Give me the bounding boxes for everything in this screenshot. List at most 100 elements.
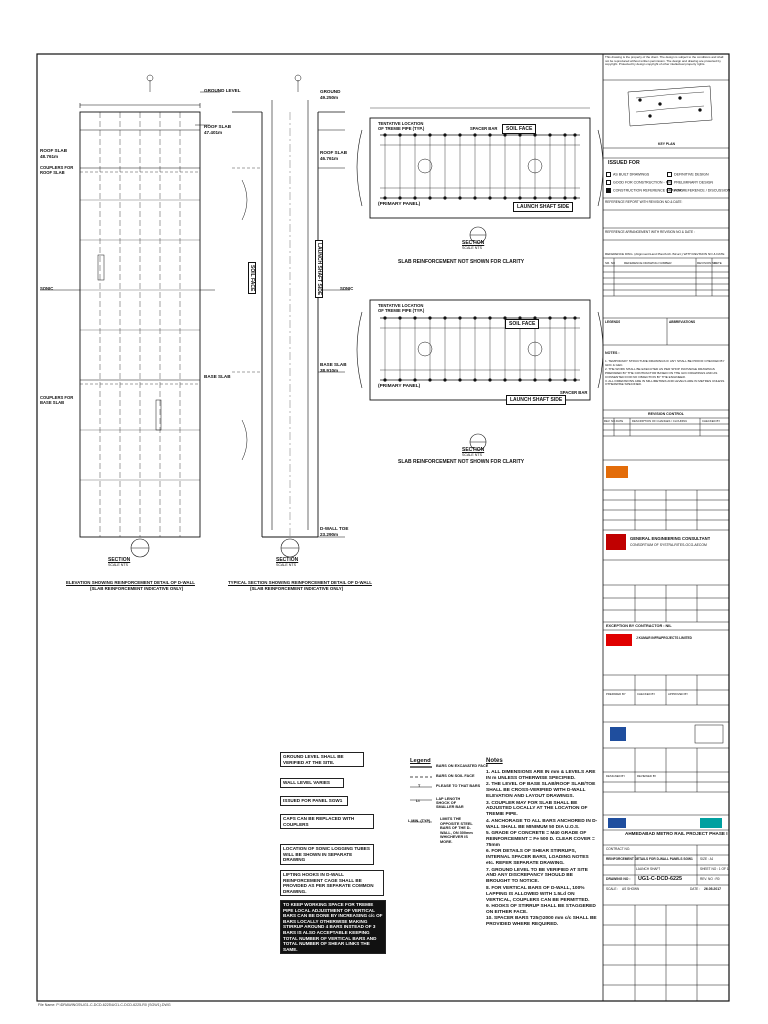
note-item: 4. ANCHORAGE TO ALL BARS ANCHORED IN D-W… bbox=[486, 818, 598, 830]
sec-roof-slab2-level: 46.761m bbox=[320, 156, 339, 161]
sec-ground-level: 49.250m bbox=[320, 95, 339, 100]
sec-launch-shaft-vertical: LAUNCH SHAFT SIDE bbox=[315, 240, 323, 299]
tb-option-preliminary: PRELIMINARY DESIGN bbox=[667, 180, 713, 185]
sec-dwall-toe: D-WALL TOE bbox=[320, 526, 349, 531]
tb-note-item: 3. ALL DIMENSIONS ARE IN MILLIMETRES AND… bbox=[605, 378, 725, 387]
plan-top-spacer-bar: SPACER BAR bbox=[470, 126, 498, 131]
elev-section-scale: SCALE NTS bbox=[108, 563, 128, 567]
tb-scale-label: SCALE : bbox=[606, 887, 619, 891]
plan-bot-tremie-note: TENTATIVE LOCATION OF TREMIE PIPE (TYP.) bbox=[378, 303, 425, 313]
tb-location: LAUNCH SHAFT bbox=[636, 867, 661, 871]
plan-top-section-title: SECTION bbox=[462, 240, 485, 246]
tb-copyright: This drawing is the property of the clie… bbox=[605, 56, 724, 67]
plan-bot-primary-panel: (PRIMARY PANEL) bbox=[378, 384, 421, 389]
note-item: 5. GRADE OF CONCRETE = M40 GRADE OF REIN… bbox=[486, 831, 595, 848]
tb-drawing-title: REINFORCEMENT DETAILS FOR D-WALL PANELS … bbox=[606, 857, 693, 861]
tb-designed-by: DESIGNED BY bbox=[606, 774, 626, 778]
tb-option-definitive: DEFINITIVE DESIGN bbox=[667, 172, 709, 177]
legend-code-lmin: L MIN. (TYP) bbox=[408, 819, 431, 823]
tb-reviewed-by: REVIEWED BY bbox=[637, 774, 657, 778]
elev-caption-1: ELEVATION SHOWING REINFORCEMENT DETAIL O… bbox=[66, 580, 195, 585]
plan-bot-soil-face: SOIL FACE bbox=[505, 319, 540, 329]
elev-couplers-base: COUPLERS FOR BASE SLAB bbox=[40, 395, 74, 405]
notes-list: 1. ALL DIMENSIONS ARE IN mm & LEVELS ARE… bbox=[486, 770, 598, 929]
plan-top-slab-note: SLAB REINFORCEMENT NOT SHOWN FOR CLARITY bbox=[398, 259, 525, 265]
tb-ref-col-date: DATE bbox=[714, 261, 722, 265]
legend-title: Legend bbox=[410, 758, 431, 764]
elev-roof-slab-left-level: 48.761m bbox=[40, 154, 59, 159]
tb-scale: AS SHOWN bbox=[622, 887, 640, 891]
sec-caption-2: (SLAB REINFORCEMENT INDICATIVE ONLY) bbox=[250, 586, 344, 591]
plan-top-launch-shaft: LAUNCH SHAFT SIDE bbox=[513, 202, 574, 212]
note-item: 8. FOR VERTICAL BARS OF D-WALL, 100% LAP… bbox=[486, 885, 590, 903]
note-item: 7. GROUND LEVEL TO BE VERIFIED AT SITE A… bbox=[486, 867, 588, 885]
box-note-tremie-working-space: TO KEEP WORKING SPACE FOR TREMIE PIPE LO… bbox=[280, 900, 386, 955]
box-note-wall-level: WALL LEVEL VARIES bbox=[280, 778, 344, 788]
tb-drawing-no-label: DRAWING NO : bbox=[606, 877, 631, 881]
tb-date-label: DATE : bbox=[690, 887, 701, 891]
legend-item-excavated: BARS ON EXCAVATED FACE bbox=[436, 764, 489, 768]
tb-contract-no: CONTRACT NO. bbox=[606, 847, 631, 851]
box-note-issued-panel: ISSUED FOR PANEL SGW1 bbox=[280, 796, 348, 806]
tb-exception-contractor: EXCEPTION BY CONTRACTOR : NIL bbox=[606, 624, 672, 628]
sec-roof-slab2-label: ROOF SLAB bbox=[320, 150, 348, 155]
elev-roof-slab-label: ROOF SLAB bbox=[204, 124, 232, 129]
sec-section-scale: SCALE NTS bbox=[276, 563, 296, 567]
sec-dwall-toe-level: 23.290m bbox=[320, 532, 339, 537]
tb-option-gfc: GOOD FOR CONSTRUCTION - M/C bbox=[606, 180, 672, 185]
legend-code-lt: Lt bbox=[416, 799, 420, 803]
tb-rev-no: REV. NO : R0 bbox=[700, 877, 720, 881]
box-note-ground-level: GROUND LEVEL SHALL BE VERIFIED AT THE SI… bbox=[280, 752, 364, 768]
plan-bot-launch-shaft: LAUNCH SHAFT SIDE bbox=[506, 395, 567, 405]
tb-rev-col-date: DATE bbox=[616, 419, 624, 423]
note-item: 6. FOR DETAILS OF SHEAR STIRRUPS, INTERN… bbox=[486, 849, 589, 867]
elev-couplers-roof: COUPLERS FOR ROOF SLAB bbox=[40, 165, 74, 175]
legend-code-t: T bbox=[418, 784, 421, 788]
tb-issued-for: ISSUED FOR bbox=[608, 160, 640, 166]
tb-rev-col-desc: DESCRIPTION OF CHANGES / CLOUDING bbox=[632, 419, 688, 423]
tb-gec-sub: CONSORTIUM OF SYSTRA-RITES-OCG-AECOM bbox=[630, 543, 707, 547]
tb-option-checkbox bbox=[667, 180, 672, 185]
note-item: 9. HOOKS OF STIRRUP SHALL BE STAGGERED O… bbox=[486, 903, 596, 915]
tb-key-plan: KEY PLAN bbox=[658, 142, 676, 146]
tb-rev-col-checked: CHECKED BY bbox=[702, 419, 721, 423]
plan-top-section-scale: SCALE NTS bbox=[462, 246, 482, 250]
note-item: 2. THE LEVEL OF BASE SLAB/ROOF SLAB/TOE … bbox=[486, 782, 596, 800]
tb-note-item: 2. THE WORK SHALL BE EXECUTED AS PER SHO… bbox=[605, 366, 718, 379]
tb-notes-hdr: NOTES : bbox=[605, 351, 620, 355]
tb-reference-dwg: REFERENCE DWG. (Alignment/Land Plan/Arch… bbox=[605, 252, 725, 256]
note-item: 10. SPACER BARS T25@2000 mm c/c SHALL BE… bbox=[486, 916, 597, 928]
tb-ref-col-srno: SR. NO bbox=[605, 261, 616, 265]
typical-section-view bbox=[232, 74, 350, 558]
tb-option-checkbox bbox=[667, 188, 672, 193]
plan-bot-slab-note: SLAB REINFORCEMENT NOT SHOWN FOR CLARITY bbox=[398, 459, 525, 465]
tb-option-checkbox bbox=[606, 172, 611, 177]
plan-bot-section-scale: SCALE NTS bbox=[462, 453, 482, 457]
key-plan-sketch bbox=[627, 85, 713, 127]
sec-soil-face-vertical: SOIL FACE bbox=[248, 262, 256, 295]
sec-section-title: SECTION bbox=[276, 557, 299, 563]
legend-item-please: PLEASE TO THAT BARS bbox=[436, 784, 481, 788]
tb-prepared-by: PREPARED BY bbox=[606, 692, 626, 696]
tb-legends-hdr: LEGENDS bbox=[605, 320, 621, 324]
tb-contractor-name: J KUMAR INFRAPROJECTS LIMITED bbox=[636, 636, 692, 640]
note-item: 1. ALL DIMENSIONS ARE IN mm & LEVELS ARE… bbox=[486, 770, 596, 781]
legend-symbols bbox=[410, 766, 432, 823]
tb-project-name: AHMEDABAD METRO RAIL PROJECT PHASE I bbox=[625, 832, 728, 836]
tb-reference-arrangement: REFERENCE ARRANGEMENT WITH REVISION NO &… bbox=[605, 230, 695, 234]
elev-roof-slab-left: ROOF SLAB bbox=[40, 148, 68, 153]
plan-top-primary-panel: (PRIMARY PANEL) bbox=[378, 202, 421, 207]
logo-shapes bbox=[606, 466, 724, 828]
tb-ref-col-rev: REVISION NO bbox=[697, 261, 717, 265]
tb-checked-by: CHECKED BY bbox=[637, 692, 656, 696]
tb-note-item: 1. TEMPORARY STRUCTURE DRAWINGS IF ANY S… bbox=[605, 360, 725, 367]
sec-base-slab-label: BASE SLAB bbox=[320, 362, 347, 367]
legend-item-lap: LAP LENGTH SHOCK OF SMALLER BAR bbox=[436, 797, 464, 809]
tb-option-checkbox bbox=[606, 180, 611, 185]
tb-revision-control: REVISION CONTROL bbox=[648, 412, 684, 416]
elev-section-title: SECTION bbox=[108, 557, 131, 563]
plan-section-top bbox=[356, 107, 604, 244]
tb-option-as-built: AS BUILT DRAWINGS bbox=[606, 172, 649, 177]
tb-sheet-no: SHEET NO : 1 OF 1 bbox=[700, 867, 729, 871]
